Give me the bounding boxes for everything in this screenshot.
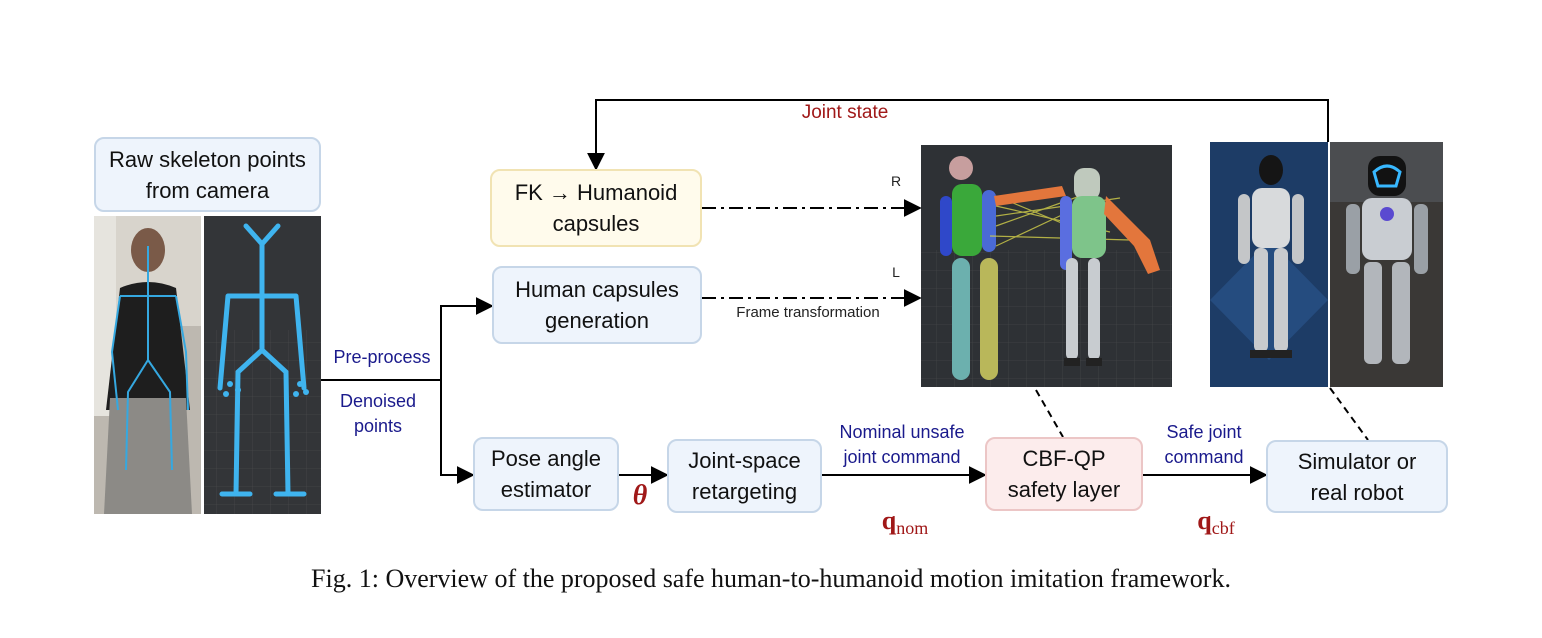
q-cbf-symbol: qcbf [1176,476,1256,539]
branch-to-pose-estimator [441,380,473,475]
q-cbf-base: q [1197,506,1211,535]
branch-to-human-capsules [441,306,492,380]
dashed-vis-to-cbf [1036,390,1063,437]
nominal-command-label: Nominal unsafe joint command [816,420,988,470]
joint-state-label: Joint state [760,102,930,124]
q-nom-base: q [882,506,896,535]
theta-symbol: θ [624,480,656,512]
dashed-robot-to-sim [1330,388,1368,440]
figure-caption: Fig. 1: Overview of the proposed safe hu… [0,564,1542,594]
joint-retargeting-box: Joint-space retargeting [667,439,822,513]
simulator-render [1210,142,1328,387]
q-nom-subscript: nom [896,518,928,538]
left-label: L [886,264,906,280]
pose-estimator-box: Pose angle estimator [473,437,619,511]
cbf-qp-safety-box: CBF-QP safety layer [985,437,1143,511]
preprocess-label: Pre-process [322,345,442,370]
camera-photo [94,216,201,514]
capsule-visualization [921,145,1172,387]
denoised-points-label: Denoised points [322,389,434,439]
safe-command-label: Safe joint command [1146,420,1262,470]
raw-skeleton-box: Raw skeleton points from camera [94,137,321,212]
q-cbf-subscript: cbf [1212,518,1235,538]
simulator-robot-box: Simulator or real robot [1266,440,1448,513]
human-capsules-box: Human capsules generation [492,266,702,344]
real-robot-photo [1330,142,1443,387]
right-label: R [886,173,906,189]
fk-humanoid-capsules-box: FK → Humanoid capsules [490,169,702,247]
frame-transformation-label: Frame transformation [713,304,903,321]
q-nom-symbol: qnom [860,476,950,539]
skeleton-3d-render [204,216,321,514]
